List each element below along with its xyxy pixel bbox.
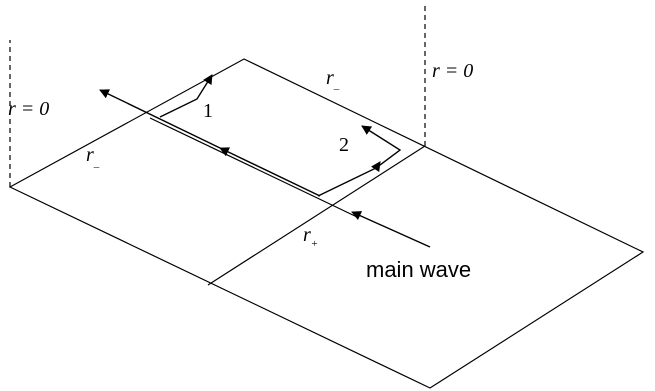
path-1-label: 1: [203, 100, 213, 122]
main-wave-continuation-arrow: [219, 147, 321, 197]
spacetime-sheet-outline: [8, 58, 645, 389]
main-wave-arrow: [351, 211, 431, 248]
horizon-line-r-minus-left: [149, 117, 358, 218]
r-plus-label: r+: [303, 224, 319, 250]
r0-left-label: r = 0: [8, 98, 50, 120]
path-2-label: 2: [339, 134, 349, 156]
reflected-wave-2-path-lower: [317, 161, 381, 197]
main-wave-upper-arrow: [99, 89, 221, 149]
r-minus-left-label: r_: [86, 144, 100, 169]
r0-right-label: r = 0: [432, 60, 474, 82]
main-wave-label: main wave: [366, 257, 472, 282]
horizon-line-r-plus: [207, 145, 426, 286]
reflected-wave-2-path-upper: [361, 125, 402, 169]
reflected-wave-1-path: [159, 74, 213, 118]
r-minus-top-label: r_: [326, 67, 340, 91]
